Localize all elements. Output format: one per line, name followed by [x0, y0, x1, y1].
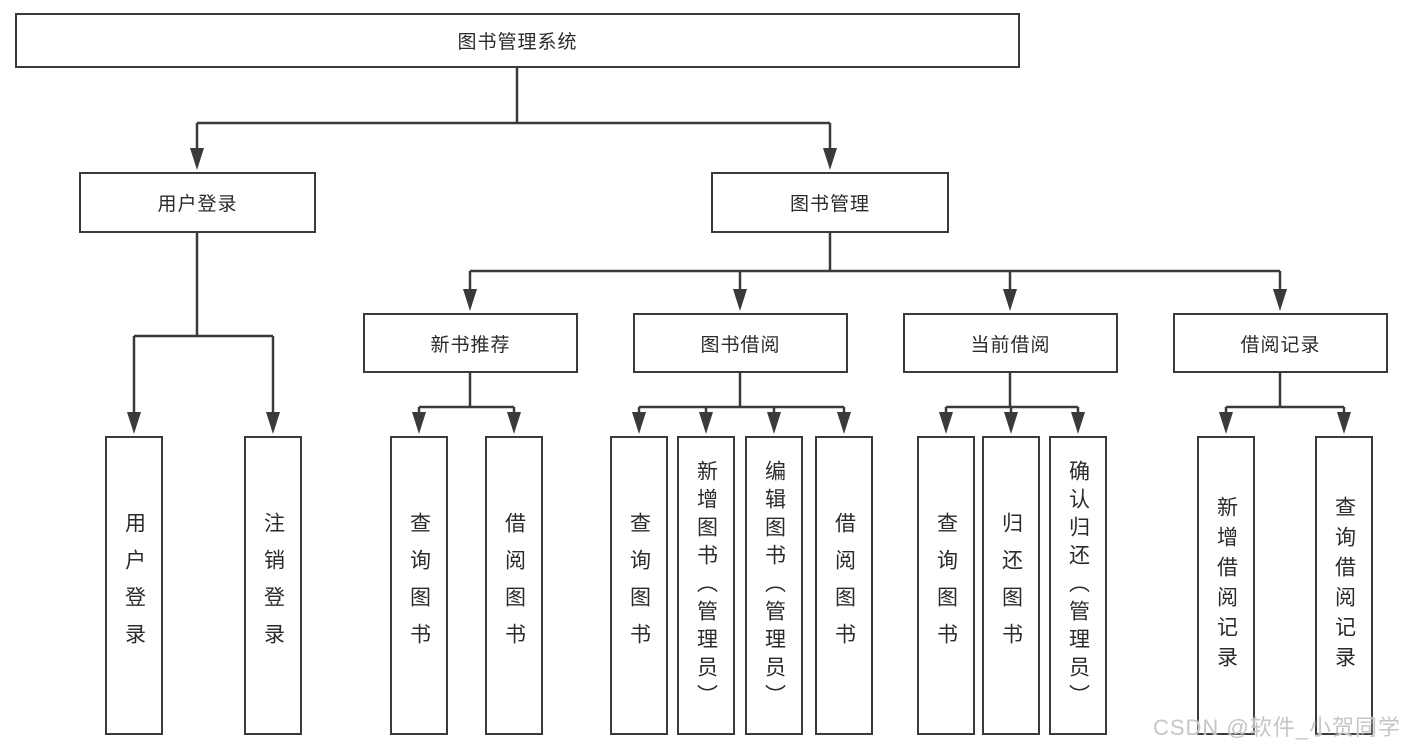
node-root-system: 图书管理系统: [15, 13, 1020, 68]
leaf-add-borrow-record: 新增借阅记录: [1197, 436, 1255, 735]
node-label: 注销登录: [261, 511, 285, 660]
csdn-watermark: CSDN @软件_小贺同学: [1152, 715, 1401, 740]
leaf-confirm-return-admin: 确认归还（管理员）: [1049, 436, 1107, 735]
node-label: 查询图书: [934, 511, 958, 660]
node-new-book-recommend: 新书推荐: [363, 313, 578, 373]
leaf-borrow-books: 借阅图书: [815, 436, 873, 735]
leaf-add-books-admin: 新增图书（管理员）: [677, 436, 735, 735]
node-label: 新书推荐: [430, 334, 511, 356]
node-label: 用户登录: [122, 511, 146, 660]
node-current-borrowing: 当前借阅: [903, 313, 1118, 373]
node-label: 新增借阅记录: [1214, 495, 1238, 676]
leaf-user-login: 用户登录: [105, 436, 163, 735]
node-label: 借阅图书: [832, 511, 856, 660]
node-label: 借阅记录: [1240, 334, 1321, 356]
leaf-query-books-recommend: 查询图书: [390, 436, 448, 735]
node-label: 查询借阅记录: [1332, 495, 1356, 676]
node-label: 查询图书: [407, 511, 431, 660]
node-label: 用户登录: [157, 194, 238, 215]
leaf-query-borrow-record: 查询借阅记录: [1315, 436, 1373, 735]
node-label: 归还图书: [999, 511, 1023, 660]
node-label: 确认归还（管理员）: [1066, 459, 1090, 712]
node-label: 当前借阅: [970, 334, 1051, 356]
leaf-return-books: 归还图书: [982, 436, 1040, 735]
leaf-borrow-books-recommend: 借阅图书: [485, 436, 543, 735]
node-label: 图书管理: [789, 194, 870, 215]
node-label: 查询图书: [627, 511, 651, 660]
node-borrowing-records: 借阅记录: [1173, 313, 1388, 373]
leaf-query-books-current: 查询图书: [917, 436, 975, 735]
leaf-logout: 注销登录: [244, 436, 302, 735]
node-book-borrowing: 图书借阅: [633, 313, 848, 373]
leaf-edit-books-admin: 编辑图书（管理员）: [745, 436, 803, 735]
node-book-management-module: 图书管理: [711, 172, 949, 233]
leaf-query-books-borrow: 查询图书: [610, 436, 668, 735]
node-label: 图书管理系统: [457, 32, 578, 53]
node-label: 新增图书（管理员）: [694, 459, 718, 712]
node-label: 借阅图书: [502, 511, 526, 660]
node-user-login-module: 用户登录: [79, 172, 316, 233]
node-label: 图书借阅: [700, 334, 781, 356]
node-label: 编辑图书（管理员）: [762, 459, 786, 712]
